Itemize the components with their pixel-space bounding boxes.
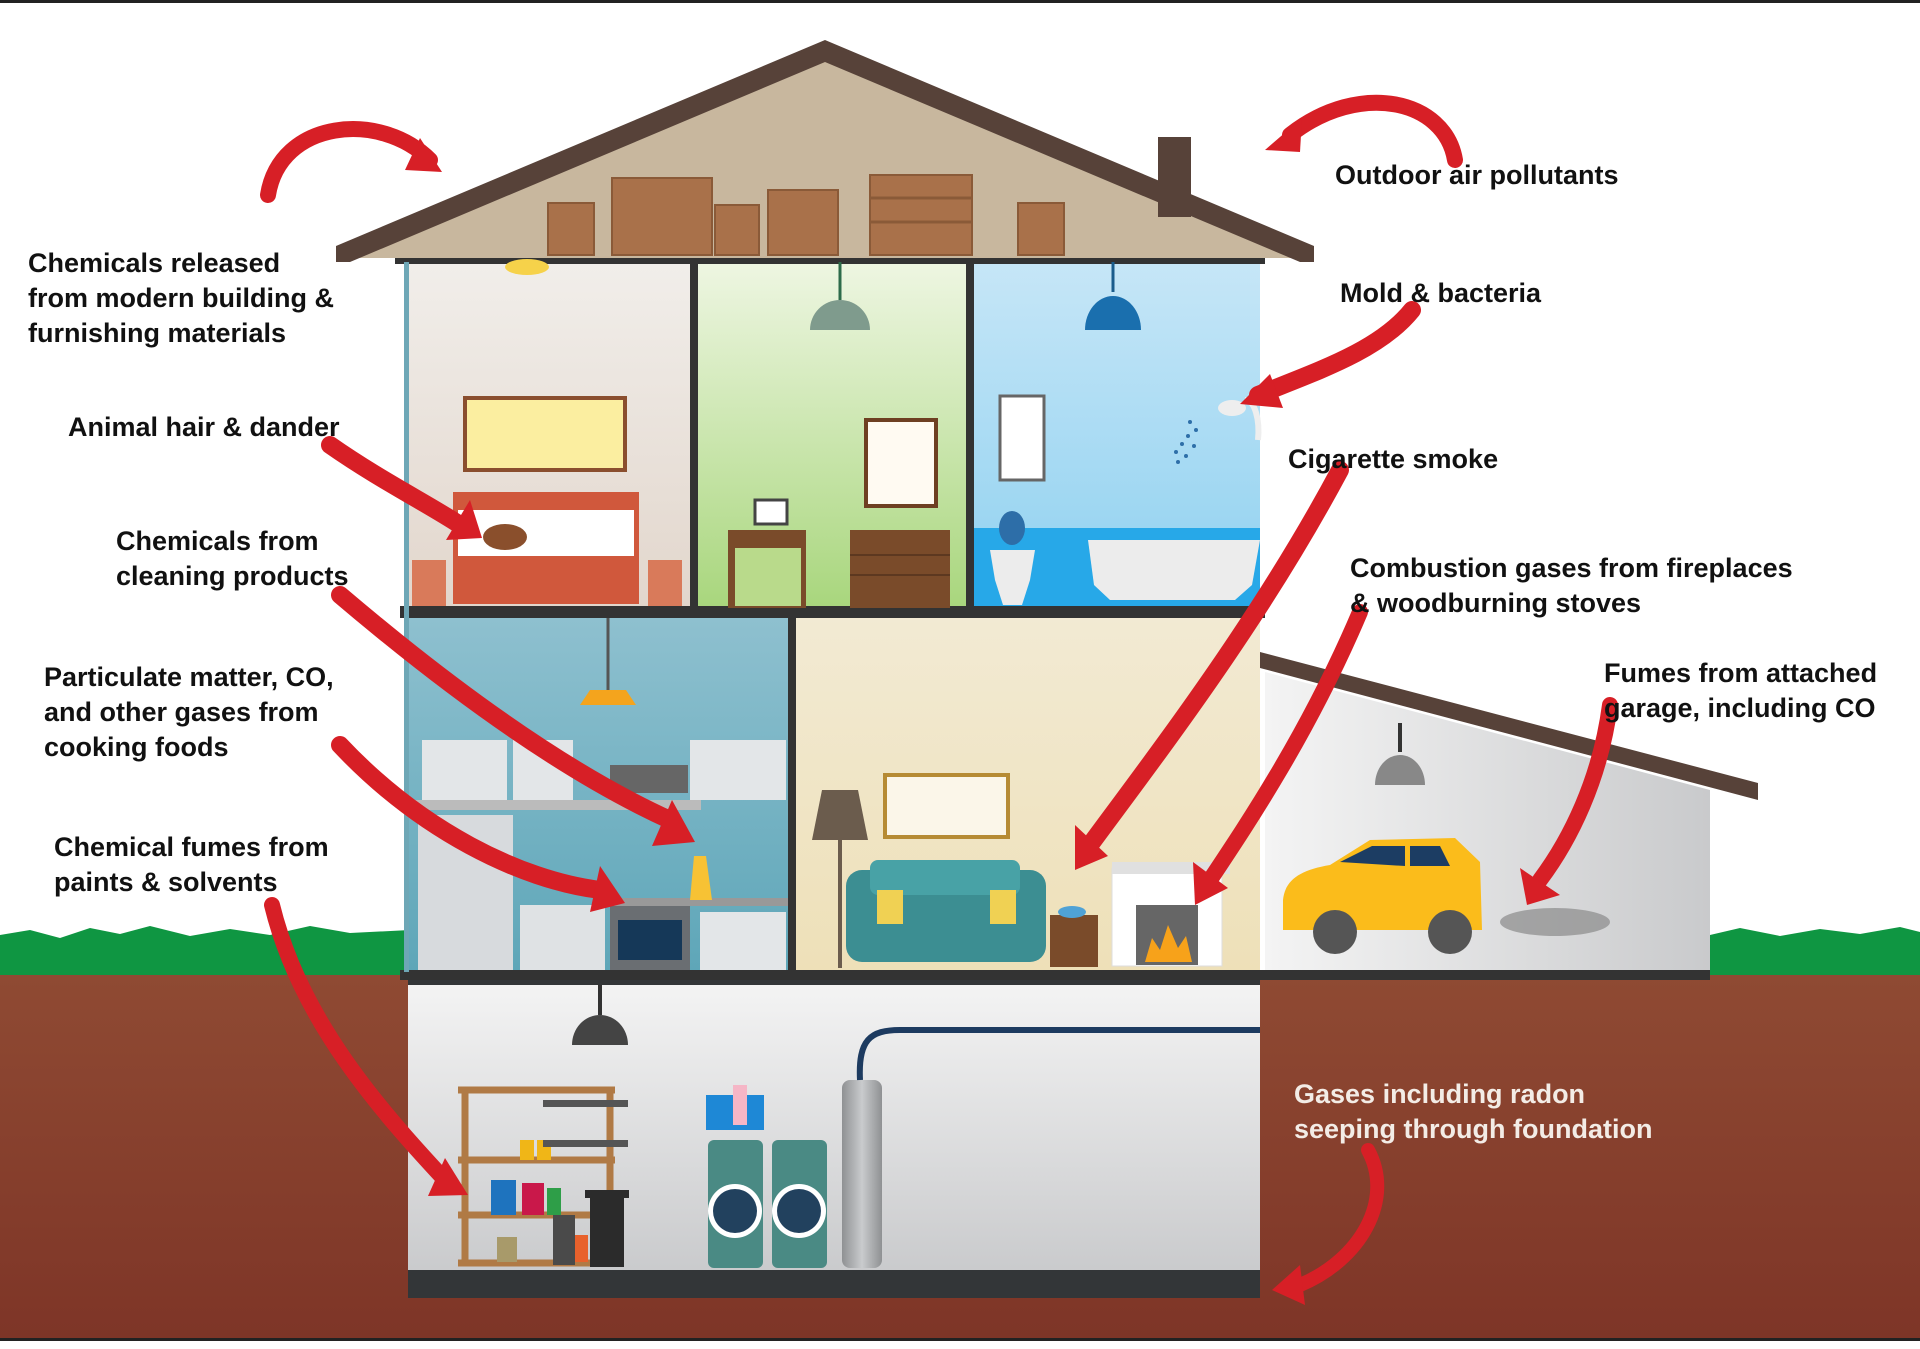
arrow-animal: [321, 436, 482, 540]
living-picture: [883, 773, 1010, 839]
fire-icon: [1145, 925, 1192, 962]
garage-roof: [1260, 652, 1758, 800]
living-room-furniture: [812, 773, 1230, 968]
car: [1283, 838, 1482, 954]
arrow-cigarette: [1075, 461, 1349, 870]
side-table: [1050, 915, 1098, 967]
pet: [483, 524, 527, 550]
label-radon: Gases including radon seeping through fo…: [1294, 1079, 1653, 1144]
label-paints-solvents: Chemical fumes from paints & solvents: [54, 832, 329, 897]
ashtray: [1058, 906, 1086, 918]
car-wheel-front: [1313, 910, 1357, 954]
basement-lamp: [572, 1015, 628, 1045]
label-outdoor-air: Outdoor air pollutants: [1335, 160, 1619, 190]
gas-can: [553, 1215, 575, 1265]
office-picture: [864, 418, 938, 508]
office-lamp: [810, 300, 870, 330]
label-combustion-gases: Combustion gases from fireplaces & woodb…: [1350, 553, 1793, 618]
label-mold-bacteria: Mold & bacteria: [1340, 278, 1542, 308]
bathroom-fixtures: [990, 262, 1262, 605]
arrow-outdoor-air: [1265, 94, 1463, 168]
water-heater: [842, 1027, 1260, 1268]
basement: [408, 975, 1260, 1298]
kitchen-lamp: [580, 690, 636, 705]
arrow-cooking: [331, 736, 625, 912]
bathroom-lamp: [1085, 296, 1141, 330]
toilet-seat: [999, 511, 1025, 545]
arrow-mold: [1240, 301, 1421, 408]
garage: [1260, 652, 1758, 980]
fireplace: [1111, 862, 1230, 967]
arrow-paints: [264, 897, 468, 1196]
laptop: [753, 498, 789, 526]
washing-machine: [706, 1085, 764, 1268]
arrow-cleaning: [331, 586, 695, 846]
label-cooking-foods: Particulate matter, CO, and other gases …: [44, 662, 334, 762]
arrow-garage: [1520, 697, 1618, 905]
label-building-materials: Chemicals released from modern building …: [28, 248, 334, 348]
shower-head: [1174, 397, 1262, 464]
attic: [336, 40, 1314, 262]
trash-bin: [590, 1195, 624, 1267]
arrow-combustion: [1193, 604, 1368, 905]
arrow-building-materials: [260, 121, 442, 203]
ceiling-light: [505, 259, 549, 275]
attic-boxes: [547, 174, 1065, 256]
exhaust-smoke: [1500, 908, 1610, 936]
label-cigarette-smoke: Cigarette smoke: [1288, 444, 1499, 474]
bathroom-mirror: [998, 394, 1046, 482]
bedroom-picture: [463, 396, 627, 472]
chimney: [1158, 137, 1191, 217]
spray-bottle: [690, 856, 712, 900]
bottom-border: [0, 1338, 1920, 1341]
label-garage-fumes: Fumes from attached garage, including CO: [1604, 658, 1878, 723]
dishwasher: [520, 905, 605, 970]
garage-lamp: [1375, 755, 1425, 785]
bedroom-furniture: [412, 259, 682, 606]
grass-right: [1710, 927, 1920, 975]
dryer: [772, 1140, 827, 1268]
toilet: [990, 550, 1035, 605]
label-cleaning-products: Chemicals from cleaning products: [116, 526, 349, 591]
office-furniture: [728, 262, 950, 608]
bathtub: [1088, 540, 1260, 600]
top-border: [0, 0, 1920, 3]
dresser: [850, 530, 950, 608]
label-animal-dander: Animal hair & dander: [68, 412, 340, 442]
car-wheel-rear: [1428, 910, 1472, 954]
grass: [0, 926, 410, 975]
kitchen-fixtures: [413, 618, 788, 970]
arrow-radon: [1272, 1143, 1385, 1305]
floor-lamp: [812, 790, 868, 840]
pollution-arrows: [260, 94, 1618, 1305]
